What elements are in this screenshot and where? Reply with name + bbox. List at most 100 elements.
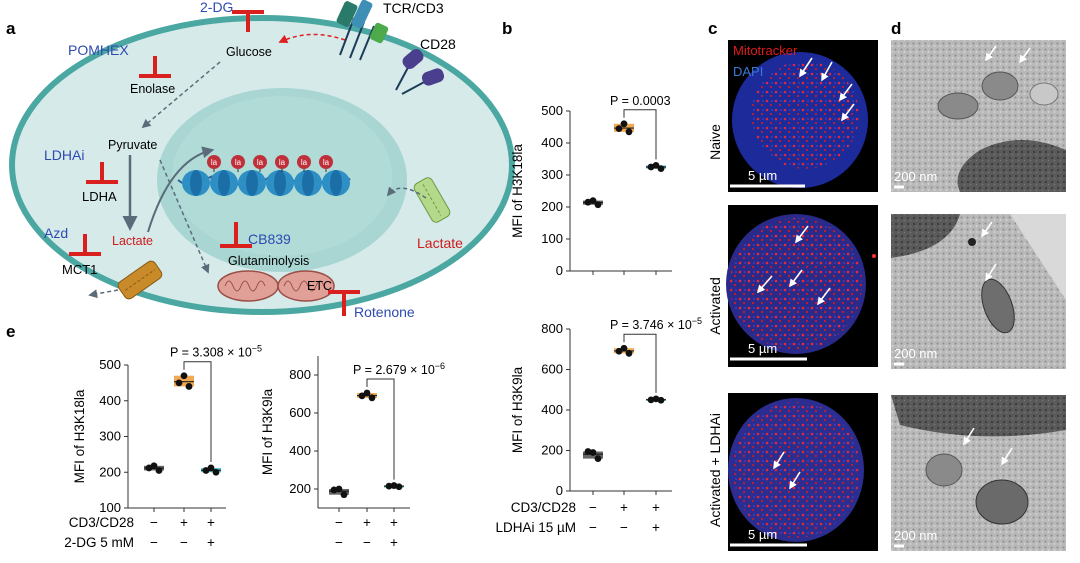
y-tick-label: 200 [541,199,563,214]
em-image-naive: 200 nm [891,40,1066,192]
x-row-value: + [207,515,215,530]
significance-bracket [183,361,212,462]
mct1-export-arrow [88,289,119,299]
panel-e-x-rows: CD3/CD28−++2-DG 5 mM−−+−++−−+ [64,515,398,550]
nucleosome [322,170,350,196]
data-point [594,201,602,209]
label-lactate-outside: Lactate [417,235,463,251]
data-point [589,197,597,205]
lactate-transporter-icon [413,177,451,223]
y-axis-label: MFI of H3K9la [260,388,275,475]
label-lactate-inside: Lactate [112,234,153,248]
x-row-value: − [589,500,597,515]
panel-letter-b: b [502,19,512,38]
y-tick-label: 400 [541,402,563,417]
data-point [207,464,215,472]
y-tick-label: 800 [289,367,311,382]
inhibitor-cb839-icon [220,222,252,248]
x-row-label: LDHAi 15 µM [495,520,576,535]
label-etc: ETC [307,279,332,293]
micrograph-activated: 5 µm [726,205,878,367]
p-value-label: P = 0.0003 [610,94,671,108]
la-tag [231,155,245,169]
svg-text:la: la [301,158,308,167]
svg-text:la: la [211,158,218,167]
nucleosome [210,170,238,196]
x-row-value: + [390,535,398,550]
mitochondria-icon [217,270,335,302]
panel-d: d 200 nm 200 nm [891,19,1066,551]
panel-a: a la la la la la la 2-DG [6,0,515,320]
la-tag [253,155,267,169]
micrograph-naive: Mitotracker DAPI 5 µm [728,40,878,192]
panel-letter-a: a [6,19,16,38]
data-point [175,379,183,387]
data-point [652,395,660,403]
la-tag [297,155,311,169]
y-tick-label: 500 [541,103,563,118]
inhibitor-2dg-icon [232,10,264,32]
label-pomhex: POMHEX [68,42,129,58]
tcr-cd3-receptor-icon [336,0,389,61]
nucleosome [294,170,322,196]
x-row-value: + [390,515,398,530]
x-row-value: + [620,500,628,515]
data-point [180,372,188,380]
y-tick-label: 0 [556,483,563,498]
data-point [390,482,398,489]
data-point [615,125,623,132]
y-tick-label: 0 [556,263,563,278]
y-tick-label: 400 [289,443,311,458]
y-axis-label: MFI of H3K9la [510,366,525,453]
y-tick-label: 100 [541,231,563,246]
micrograph-activated-ldhai: 5 µm [728,393,878,551]
x-row-value: + [652,500,660,515]
y-tick-label: 500 [99,357,121,372]
data-point [155,467,163,474]
y-tick-label: 600 [541,362,563,377]
data-point [340,491,348,499]
p-value-label: P = 3.308 × 10−5 [170,344,262,360]
panel-letter-c: c [708,19,717,38]
svg-text:la: la [235,158,242,167]
em-image-activated: 200 nm [891,214,1066,369]
y-axis-label: MFI of H3K18la [510,144,525,238]
label-ldha: LDHA [82,189,117,204]
row-label-naive: Naive [707,124,723,160]
data-point [594,455,602,462]
panel-b-x-rows: CD3/CD28−++LDHAi 15 µM−−+ [495,500,660,535]
data-point [589,449,597,456]
inhibitor-rotenone-icon [328,290,360,316]
data-point [625,349,633,357]
x-row-value: − [620,520,628,535]
svg-text:la: la [323,158,330,167]
significance-bracket [623,109,657,160]
label-ldhai: LDHAi [44,147,84,163]
nucleosome [238,170,266,196]
label-pyruvate: Pyruvate [108,138,157,152]
y-tick-label: 300 [541,167,563,182]
x-row-value: + [363,515,371,530]
scale-label: 5 µm [748,341,777,356]
data-point [185,383,193,390]
row-label-activated-ldhai: Activated + LDHAi [707,413,723,527]
mct1-transporter-icon [117,260,163,300]
label-rotenone: Rotenone [354,304,415,320]
cd28-receptor-icon [395,49,445,95]
p-value-label: P = 2.679 × 10−6 [353,361,445,377]
y-tick-label: 100 [99,500,121,515]
panel-letter-d: d [891,19,901,38]
inhibitor-azd-icon [69,234,101,256]
data-point [358,392,366,400]
label-azd: Azd [44,225,68,241]
data-point [212,468,220,476]
label-mct1: MCT1 [62,262,97,277]
y-axis-label: MFI of H3K18la [72,389,87,483]
label-cb839: CB839 [248,231,291,247]
y-tick-label: 200 [541,443,563,458]
data-point [620,344,628,352]
